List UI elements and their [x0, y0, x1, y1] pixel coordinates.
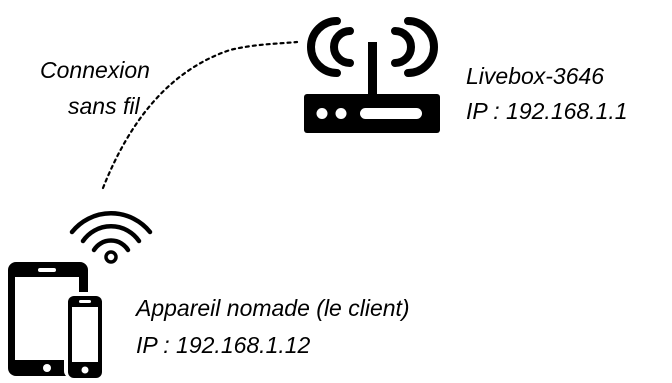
- router-ip: IP : 192.168.1.1: [466, 98, 628, 124]
- wireless-link-dotted: [101, 40, 299, 190]
- client-name: Appareil nomade (le client): [136, 295, 410, 321]
- router-name: Livebox-3646: [466, 63, 605, 89]
- router-icon: [304, 17, 440, 133]
- client-ip: IP : 192.168.1.12: [136, 332, 311, 358]
- tablet-phone-icon: [8, 262, 106, 378]
- wifi-icon: [69, 211, 153, 264]
- connection-label-line1: Connexion: [40, 57, 150, 83]
- connection-label-line2: sans fil: [68, 93, 140, 119]
